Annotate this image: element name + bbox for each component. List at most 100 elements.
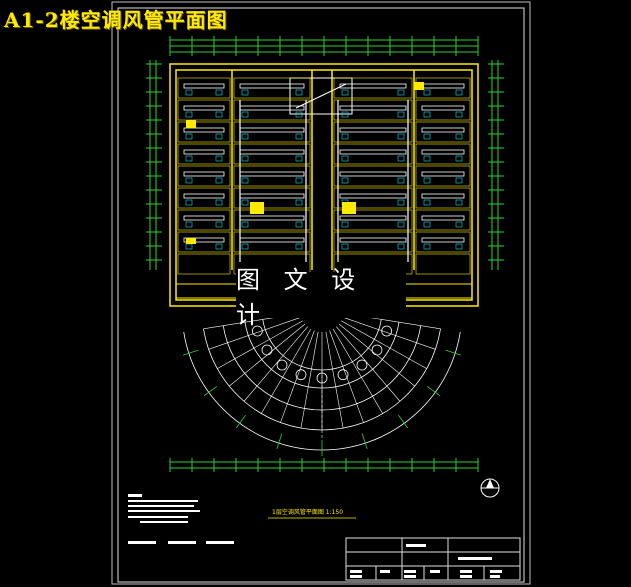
- room: [333, 143, 413, 165]
- duct-run: [183, 83, 225, 89]
- air-outlet: [215, 111, 223, 118]
- room: [333, 165, 413, 187]
- air-outlet: [341, 243, 349, 250]
- column: [337, 369, 349, 381]
- air-outlet: [341, 133, 349, 140]
- room: [415, 143, 471, 165]
- duct-run: [339, 105, 407, 111]
- duct-run: [239, 215, 305, 221]
- air-outlet: [295, 177, 303, 184]
- radial-line: [336, 326, 401, 402]
- air-outlet: [397, 89, 405, 96]
- room: [333, 77, 413, 99]
- air-outlet: [397, 133, 405, 140]
- air-outlet: [455, 89, 463, 96]
- duct-run: [339, 127, 407, 133]
- air-outlet: [455, 177, 463, 184]
- air-outlet: [295, 111, 303, 118]
- duct-run: [183, 105, 225, 111]
- central-void: [289, 77, 353, 115]
- room: [177, 121, 231, 143]
- room: [333, 231, 413, 253]
- air-outlet: [241, 111, 249, 118]
- air-outlet: [341, 155, 349, 162]
- air-outlet: [215, 221, 223, 228]
- arc-dim: [203, 386, 218, 397]
- duct-run: [183, 193, 225, 199]
- air-outlet: [341, 177, 349, 184]
- air-outlet: [423, 133, 431, 140]
- room: [333, 187, 413, 209]
- right-dimension-ticks: [488, 63, 504, 261]
- air-outlet: [215, 199, 223, 206]
- air-outlet: [397, 221, 405, 228]
- duct-run: [421, 83, 465, 89]
- air-outlet: [295, 243, 303, 250]
- air-outlet: [185, 155, 193, 162]
- duct-run: [421, 215, 465, 221]
- room: [177, 253, 231, 275]
- building-walls: [169, 63, 479, 307]
- air-outlet: [215, 243, 223, 250]
- room: [233, 77, 311, 99]
- arc-dim: [276, 433, 283, 449]
- air-outlet: [423, 177, 431, 184]
- arc-dim: [426, 386, 441, 397]
- duct-run: [183, 127, 225, 133]
- equipment-blocks: [186, 82, 424, 244]
- room: [233, 209, 311, 231]
- air-outlet: [215, 177, 223, 184]
- room: [233, 231, 311, 253]
- room: [177, 77, 231, 99]
- duct-run: [239, 149, 305, 155]
- room: [415, 121, 471, 143]
- duct-run: [239, 83, 305, 89]
- air-outlet: [455, 243, 463, 250]
- room: [233, 121, 311, 143]
- room: [415, 99, 471, 121]
- radial-line: [342, 316, 436, 350]
- column: [261, 344, 273, 356]
- air-outlet: [215, 89, 223, 96]
- air-outlet: [341, 221, 349, 228]
- top-dimension-ticks: [169, 36, 479, 56]
- air-outlet: [241, 221, 249, 228]
- duct-run: [239, 127, 305, 133]
- air-outlet: [185, 89, 193, 96]
- room: [177, 209, 231, 231]
- air-outlet: [185, 199, 193, 206]
- air-outlet: [295, 221, 303, 228]
- duct-run: [421, 237, 465, 243]
- radial-line: [300, 331, 319, 429]
- radial-line: [243, 326, 308, 402]
- duct-run: [421, 127, 465, 133]
- air-outlet: [423, 243, 431, 250]
- arc-dim: [183, 349, 199, 356]
- drawing-title: A1-2楼空调风管平面图: [4, 8, 228, 32]
- radial-line: [332, 328, 383, 414]
- room: [233, 143, 311, 165]
- room: [333, 209, 413, 231]
- air-outlet: [423, 221, 431, 228]
- room: [415, 209, 471, 231]
- arc-dim: [361, 433, 368, 449]
- column: [251, 325, 263, 337]
- room: [177, 165, 231, 187]
- air-outlet: [397, 199, 405, 206]
- duct-run: [339, 215, 407, 221]
- radial-line: [341, 320, 427, 369]
- duct-run: [239, 237, 305, 243]
- air-outlet: [185, 221, 193, 228]
- air-outlet: [341, 111, 349, 118]
- duct-run: [183, 237, 225, 243]
- air-outlet: [455, 221, 463, 228]
- duct-run: [239, 193, 305, 199]
- radial-line: [325, 331, 344, 429]
- north-arrow-icon: [480, 478, 500, 498]
- duct-run: [339, 83, 407, 89]
- air-outlet: [423, 199, 431, 206]
- duct-run: [339, 193, 407, 199]
- left-dimensions: [149, 60, 157, 270]
- title-block: [345, 537, 521, 581]
